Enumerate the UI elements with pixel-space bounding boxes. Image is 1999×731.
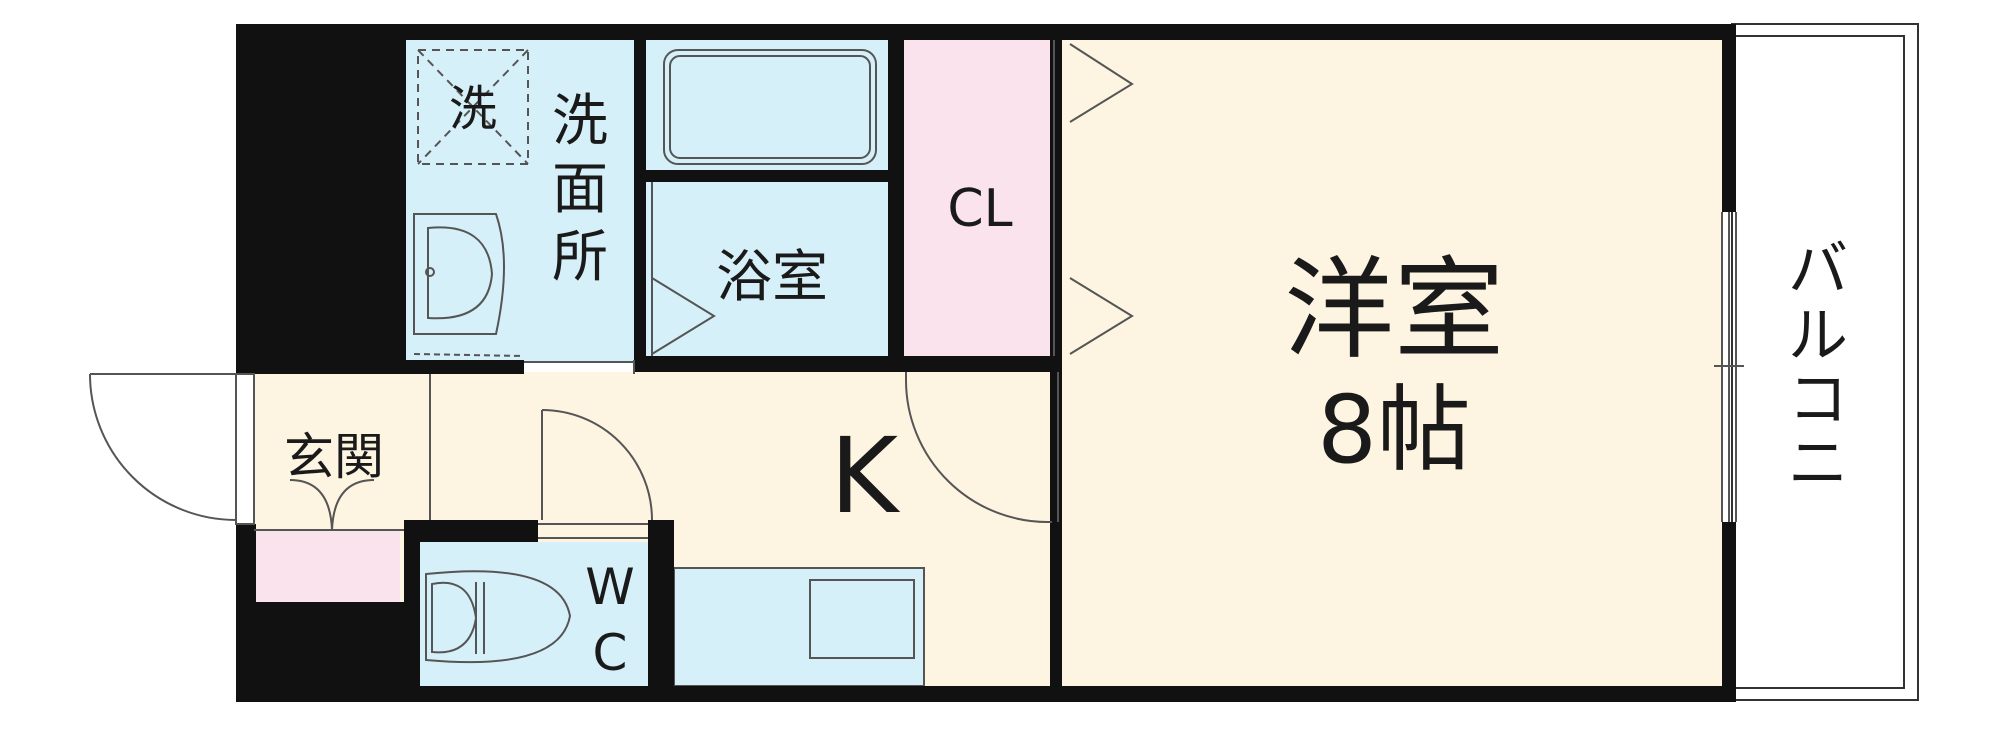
walls	[236, 24, 1736, 702]
toilet-label-char: W	[585, 558, 634, 616]
washer-label: 洗	[449, 81, 497, 137]
wall-details	[254, 40, 1744, 539]
washroom-label-char: 所	[552, 225, 608, 290]
toilet-label-char: C	[593, 624, 628, 682]
entrance-door	[89, 373, 255, 525]
balcony-label-char: ニ	[1788, 429, 1848, 499]
bathtub	[663, 49, 877, 165]
kitchen-label: K	[830, 415, 901, 537]
washer-space	[417, 49, 529, 165]
entrance-tile	[256, 530, 400, 602]
bathroom-floor	[646, 40, 888, 356]
western-room-floor	[1062, 40, 1722, 686]
entrance-label: 玄関	[284, 428, 384, 486]
washroom-label: 洗 面 所	[552, 89, 608, 290]
room-door	[905, 372, 1053, 524]
washroom-label-char: 洗	[552, 89, 608, 154]
balcony-label: バ ル コ ニ ー	[1788, 235, 1848, 499]
room-size-label: 8帖	[1317, 376, 1471, 485]
sink	[809, 579, 915, 659]
shoe-cabinet-doors	[289, 479, 375, 531]
entrance-floor	[254, 376, 404, 526]
balcony-label-char: バ	[1788, 235, 1848, 305]
balcony-label-char: ル	[1788, 301, 1848, 371]
toilet-bowl	[425, 570, 572, 664]
balcony	[1731, 23, 1919, 701]
closet-doors	[1069, 43, 1134, 355]
toilet-door	[541, 409, 653, 521]
closet-label: CL	[947, 179, 1012, 239]
wash-basin	[413, 213, 525, 357]
bathroom-door	[651, 182, 716, 356]
bathroom-label: 浴室	[716, 245, 828, 310]
closet-floor	[904, 40, 1050, 356]
washroom-label-char: 面	[552, 157, 608, 222]
balcony-label-char: コ	[1788, 365, 1848, 435]
toilet-label: W C	[585, 558, 634, 682]
western-room-label: 洋室	[1284, 246, 1504, 374]
